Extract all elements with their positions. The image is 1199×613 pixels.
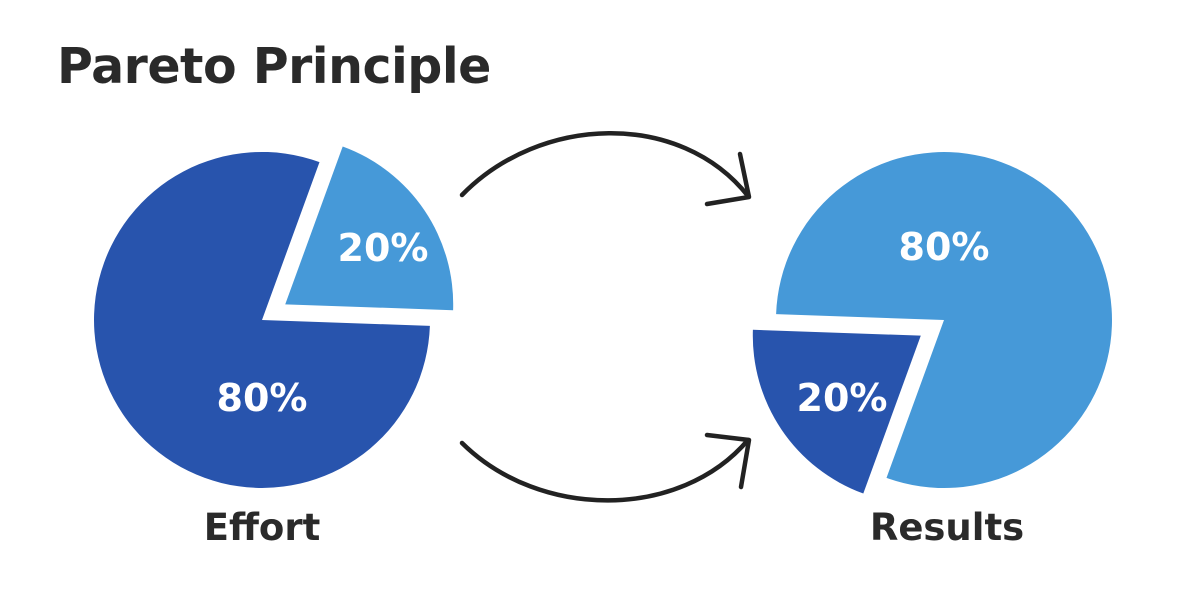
effort-slice-80	[94, 151, 430, 488]
results-slice-20-label: 20%	[797, 376, 888, 420]
results-label: Results	[870, 506, 1024, 549]
effort-slice-80-label: 80%	[217, 376, 308, 420]
effort-slice-20	[285, 146, 454, 311]
results-slice-80-label: 80%	[899, 225, 990, 269]
bottom-arrow	[459, 432, 752, 503]
effort-label: Effort	[204, 506, 321, 549]
page-title: Pareto Principle	[57, 38, 491, 95]
effort-pie: 20% 80% Effort	[94, 146, 454, 549]
top-arrow	[459, 131, 752, 207]
results-pie: 80% 20% Results	[752, 152, 1112, 549]
results-slice-20	[752, 329, 921, 494]
effort-slice-20-label: 20%	[338, 226, 429, 270]
results-slice-80	[776, 152, 1112, 489]
